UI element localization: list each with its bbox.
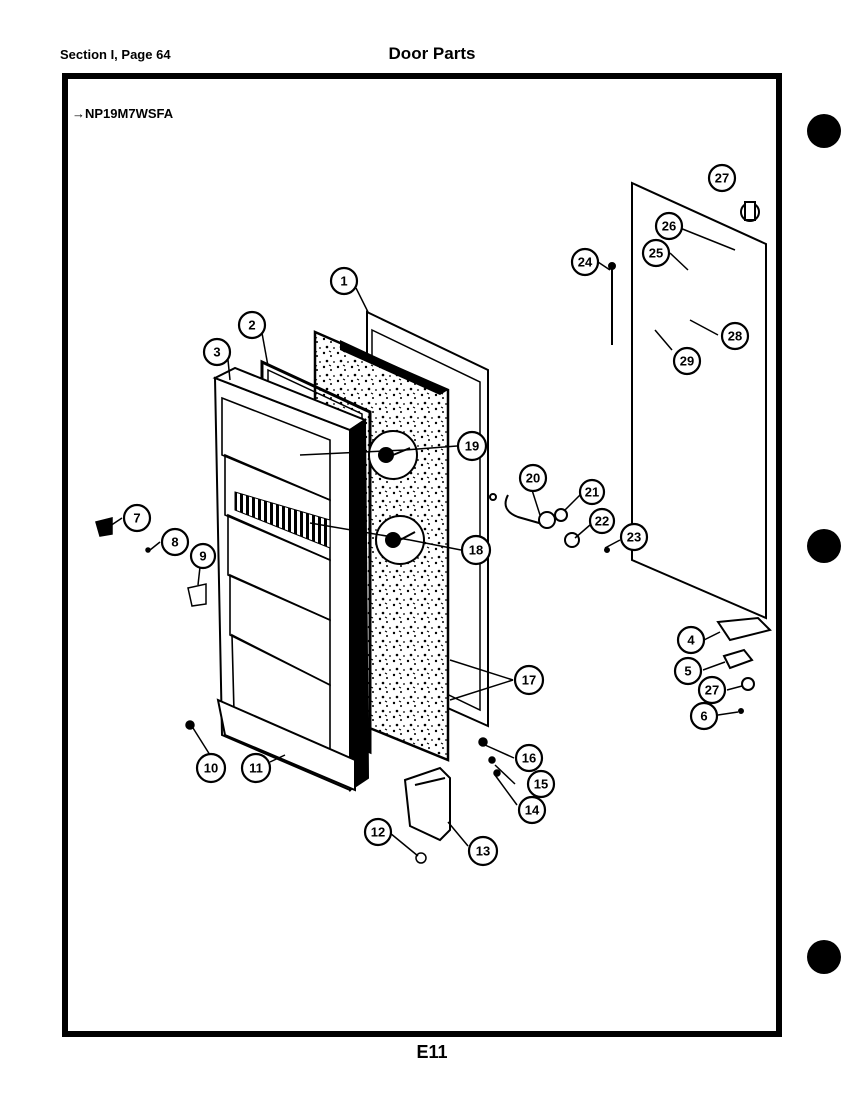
svg-text:9: 9 [199,549,206,564]
svg-text:5: 5 [684,664,691,679]
callout-28: 28 [720,321,750,351]
callout-9: 9 [189,542,217,570]
svg-text:12: 12 [371,825,385,840]
svg-text:27: 27 [705,683,719,698]
svg-text:16: 16 [522,751,536,766]
callout-26: 26 [654,211,684,241]
svg-text:20: 20 [526,471,540,486]
svg-text:14: 14 [525,803,540,818]
callout-1: 1 [329,266,359,296]
svg-text:1: 1 [340,274,347,289]
callout-23: 23 [619,522,649,552]
page-code: E11 [416,1042,448,1062]
svg-text:7: 7 [133,511,140,526]
svg-text:6: 6 [700,709,707,724]
svg-text:10: 10 [204,761,218,776]
callout-18: 18 [460,534,492,566]
callout-16: 16 [514,743,544,773]
svg-text:28: 28 [728,329,742,344]
callout-7: 7 [122,503,152,533]
callout-27-top: 27 [707,163,737,193]
svg-text:8: 8 [171,535,178,550]
callout-27-bottom: 27 [697,675,727,705]
callout-11: 11 [240,752,272,784]
callout-3: 3 [202,337,232,367]
svg-text:22: 22 [595,514,609,529]
svg-text:3: 3 [213,345,220,360]
svg-text:4: 4 [687,633,695,648]
svg-text:19: 19 [465,439,479,454]
svg-text:15: 15 [534,777,548,792]
svg-text:2: 2 [248,318,255,333]
svg-text:29: 29 [680,354,694,369]
callout-19: 19 [456,430,488,462]
callout-21: 21 [578,478,606,506]
svg-text:27: 27 [715,171,729,186]
diagram-frame [62,73,782,1037]
leader-lines [109,227,743,857]
callout-10: 10 [195,752,227,784]
callout-15: 15 [526,769,556,799]
svg-text:21: 21 [585,485,599,500]
door-liner [212,366,370,792]
callout-13: 13 [467,835,499,867]
callout-24: 24 [570,247,600,277]
callout-6: 6 [689,701,719,731]
svg-text:24: 24 [578,255,593,270]
callout-22: 22 [588,507,616,535]
callout-5: 5 [673,656,703,686]
binder-hole-bottom [807,940,841,974]
binder-hole-middle [807,529,841,563]
callout-17: 17 [513,664,545,696]
hinge-bracket-assembly [716,616,772,714]
binder-hole-top [807,114,841,148]
model-number: →NP19M7WSFA [72,106,174,121]
callout-25: 25 [641,238,671,268]
svg-text:17: 17 [522,673,536,688]
svg-text:23: 23 [627,530,641,545]
door-stop-bracket [403,766,451,842]
door-handle-assembly [504,494,610,553]
callout-4: 4 [676,625,706,655]
callout-29: 29 [672,346,702,376]
mullion-panel [608,181,767,620]
callout-14: 14 [517,795,547,825]
svg-text:13: 13 [476,844,490,859]
callout-12: 12 [363,817,393,847]
svg-text:25: 25 [649,246,663,261]
callout-2: 2 [237,310,267,340]
callout-20: 20 [518,463,548,493]
svg-text:26: 26 [662,219,676,234]
svg-text:11: 11 [249,761,263,776]
section-page-label: Section I, Page 64 [60,47,171,62]
svg-text:18: 18 [469,543,483,558]
page-title: Door Parts [388,44,476,63]
callout-8: 8 [160,527,190,557]
hinge-hardware [95,517,501,864]
